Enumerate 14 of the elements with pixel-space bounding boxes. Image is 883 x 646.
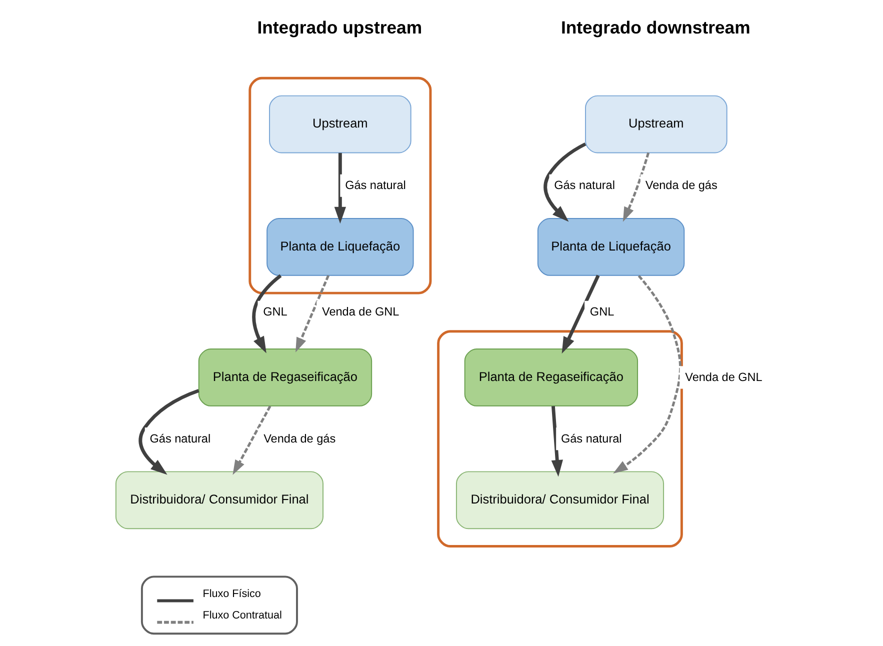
edge-label: Venda de gás bbox=[264, 432, 336, 446]
legend-label: Fluxo Contratual bbox=[202, 610, 282, 622]
edge-label: GNL bbox=[263, 306, 288, 319]
edge-label: Venda de GNL bbox=[322, 306, 400, 319]
label: Integrado downstream bbox=[560, 17, 750, 38]
label: Integrado upstream bbox=[257, 17, 422, 38]
edge-label: Gás natural bbox=[150, 432, 211, 446]
edge-label: Venda de gás bbox=[645, 179, 718, 192]
edge-label: Gás natural bbox=[554, 179, 615, 192]
legend-label: Fluxo Físico bbox=[202, 588, 261, 600]
edge-label: GNL bbox=[590, 306, 614, 319]
edge-label: Gás natural bbox=[560, 432, 622, 446]
edge-label: Venda de GNL bbox=[685, 371, 762, 384]
edge-label: Gás natural bbox=[345, 179, 406, 192]
